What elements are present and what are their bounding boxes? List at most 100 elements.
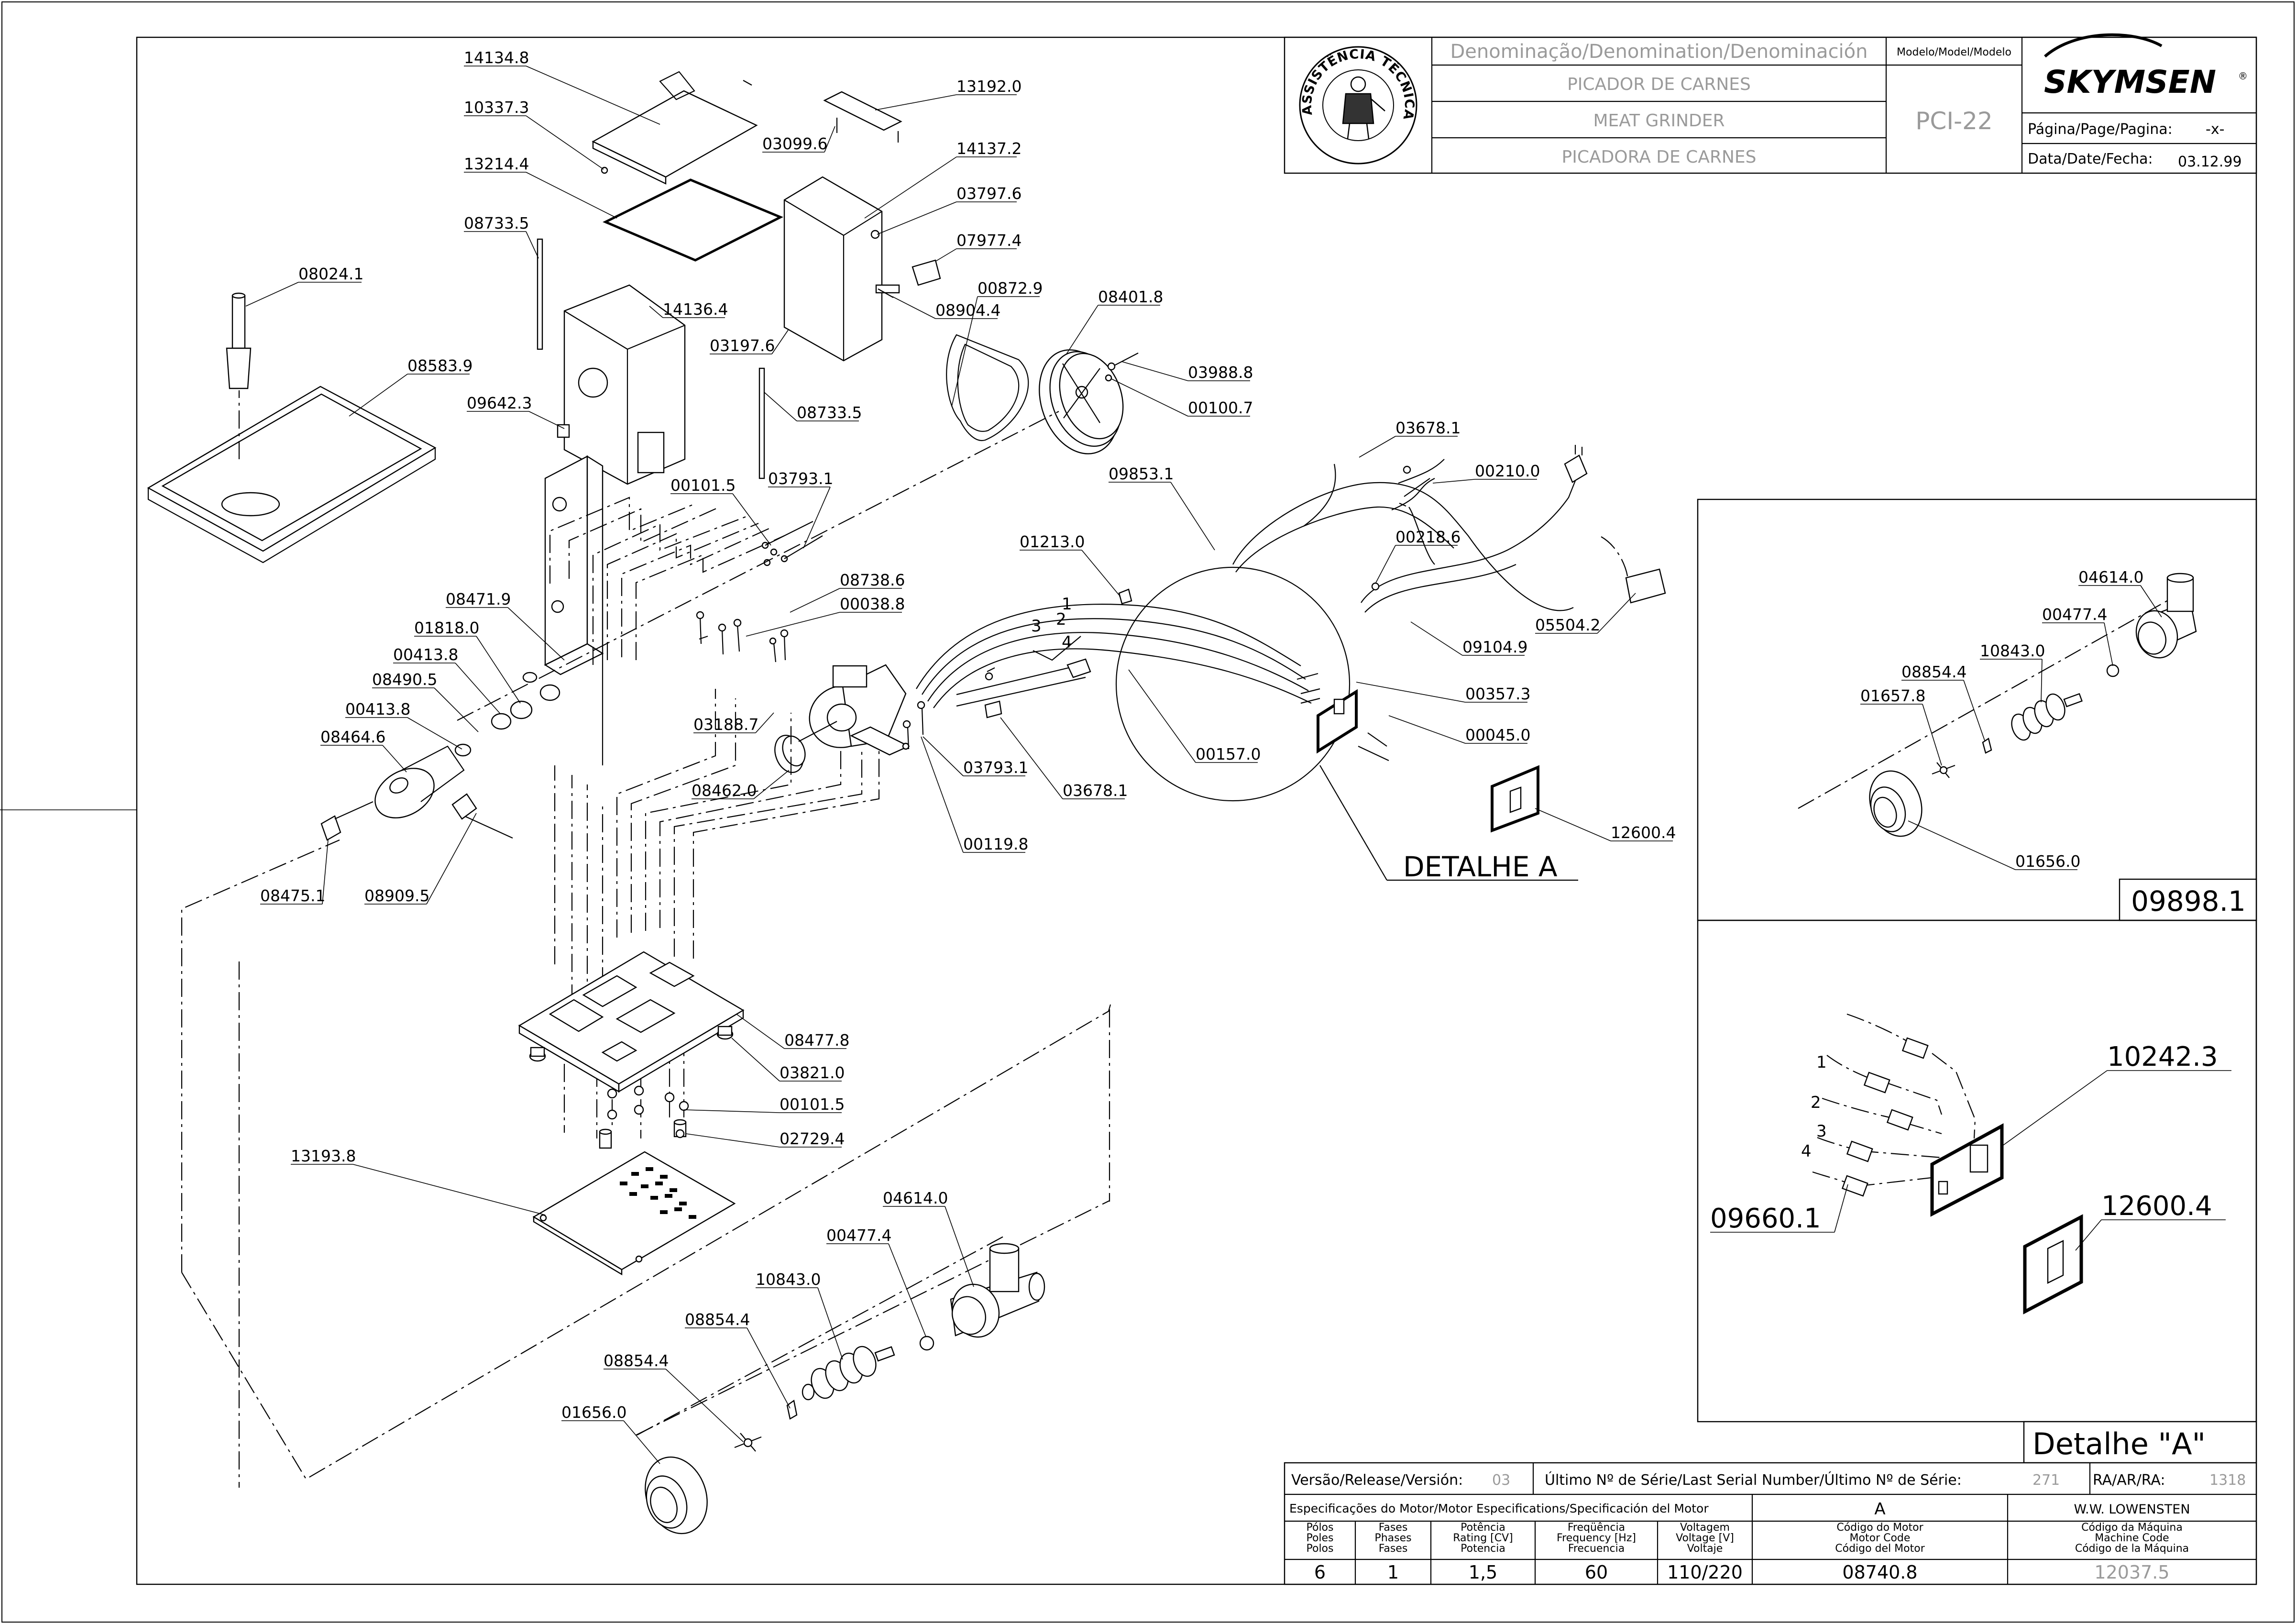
svg-text:Frequency [Hz]: Frequency [Hz]: [1557, 1532, 1636, 1544]
value-rating: 1,5: [1469, 1562, 1497, 1583]
callout-01213-0: 01213.0: [1020, 532, 1120, 596]
detail-callout-04614-0: 04614.0: [2078, 568, 2162, 618]
svg-text:Potencia: Potencia: [1461, 1543, 1505, 1555]
date-label: Data/Date/Fecha:: [2028, 151, 2153, 167]
svg-text:Pólos: Pólos: [1307, 1522, 1334, 1534]
svg-text:08738.6: 08738.6: [840, 571, 905, 589]
callout-13214-4: 13214.4: [464, 155, 617, 219]
svg-text:08490.5: 08490.5: [372, 670, 437, 689]
detail-callout-12600-4: 12600.4: [2075, 1191, 2226, 1251]
power-cord-part: [1232, 445, 1588, 613]
svg-text:00477.4: 00477.4: [2042, 605, 2107, 624]
svg-text:Poles: Poles: [1306, 1532, 1333, 1544]
rail-part: [823, 91, 902, 131]
svg-text:10843.0: 10843.0: [756, 1270, 821, 1289]
callout-08475-1: 08475.1: [260, 840, 329, 905]
svg-text:08854.4: 08854.4: [685, 1310, 750, 1329]
col-machine-code: Código da Máquina Machine Code Código de…: [2075, 1522, 2189, 1555]
base-plate-part: [518, 951, 745, 1093]
svg-text:Rating [CV]: Rating [CV]: [1453, 1532, 1513, 1544]
mechanic-figure-icon: [1342, 76, 1385, 139]
svg-text:08401.8: 08401.8: [1098, 287, 1163, 306]
callout-00038-8: 00038.8: [746, 595, 905, 637]
callout-00119-8: 00119.8: [921, 736, 1028, 853]
detail-callout-01656-0: 01656.0: [1908, 820, 2080, 871]
wire-number-2: 2: [1056, 610, 1066, 629]
callout-00477-4: 00477.4: [826, 1226, 926, 1337]
svg-text:00477.4: 00477.4: [826, 1226, 891, 1245]
svg-text:03793.1: 03793.1: [768, 469, 833, 488]
svg-text:14134.8: 14134.8: [464, 48, 529, 67]
callout-13193-8: 13193.8: [291, 1147, 546, 1215]
detail-a-circle: [1115, 566, 1351, 802]
svg-text:03797.6: 03797.6: [956, 184, 1022, 203]
svg-text:05504.2: 05504.2: [1535, 616, 1600, 634]
page-value: -x-: [2206, 121, 2224, 138]
svg-text:08477.8: 08477.8: [784, 1031, 849, 1050]
screw-set: [696, 521, 1002, 750]
svg-text:00218.6: 00218.6: [1395, 528, 1461, 546]
callout-00157-0: 00157.0: [1128, 669, 1261, 763]
grinder-assembly-part: [645, 1243, 1045, 1535]
svg-text:10337.3: 10337.3: [464, 98, 529, 117]
detail-a-title: Detalhe "A": [2032, 1426, 2206, 1461]
callout-10337-3: 10337.3: [464, 98, 604, 170]
callout-14136-4: 14136.4: [649, 300, 728, 319]
switch-cover-part: [1491, 765, 1539, 833]
wire-harness: [916, 592, 1312, 708]
svg-text:Código da Máquina: Código da Máquina: [2081, 1522, 2183, 1534]
callout-08462-0: 08462.0: [692, 770, 790, 800]
svg-text:00101.5: 00101.5: [780, 1095, 845, 1114]
callout-08733-5-b: 08733.5: [764, 392, 862, 422]
large-pulley-part: [1039, 349, 1124, 454]
wire-number-4: 4: [1062, 633, 1072, 652]
name-english: MEAT GRINDER: [1593, 111, 1725, 131]
svg-text:03821.0: 03821.0: [780, 1063, 845, 1082]
svg-text:04614.0: 04614.0: [2078, 568, 2143, 586]
lid-part: [592, 90, 758, 178]
callout-08854-4-b: 08854.4: [604, 1351, 744, 1442]
detail-wire-number-2: 2: [1811, 1093, 1821, 1112]
value-frequency: 60: [1585, 1562, 1608, 1583]
callout-03099-6: 03099.6: [762, 126, 835, 153]
svg-text:Fases: Fases: [1379, 1543, 1408, 1555]
col-frequency: Freqüência Frequency [Hz] Frecuencia: [1557, 1522, 1636, 1555]
callout-14134-8: 14134.8: [464, 48, 660, 125]
callout-00413-8-b: 00413.8: [345, 700, 462, 750]
drawing-frame: [136, 36, 2257, 1585]
svg-text:Machine Code: Machine Code: [2095, 1532, 2169, 1544]
callout-08854-4: 08854.4: [685, 1310, 791, 1409]
svg-text:03678.1: 03678.1: [1063, 781, 1128, 800]
svg-text:08583.9: 08583.9: [407, 356, 472, 375]
svg-text:03988.8: 03988.8: [1188, 363, 1253, 382]
svg-text:03188.7: 03188.7: [693, 715, 758, 734]
callout-08490-5: 08490.5: [372, 670, 479, 732]
callout-03793-1-b: 03793.1: [923, 736, 1028, 777]
bottom-plate-part: [532, 1151, 736, 1276]
svg-text:00210.0: 00210.0: [1475, 462, 1540, 480]
svg-text:Voltaje: Voltaje: [1687, 1543, 1723, 1555]
svg-text:00357.3: 00357.3: [1465, 685, 1530, 703]
svg-text:08462.0: 08462.0: [692, 781, 757, 800]
callout-00413-8: 00413.8: [393, 645, 501, 714]
svg-text:08904.4: 08904.4: [935, 301, 1000, 320]
model-value: PCI-22: [1915, 107, 1992, 135]
callout-08583-9: 08583.9: [349, 356, 472, 417]
callout-03188-7: 03188.7: [693, 712, 774, 734]
grinder-box-code: 09898.1: [2131, 885, 2246, 917]
callout-00100-7: 00100.7: [1111, 378, 1253, 417]
svg-text:01656.0: 01656.0: [561, 1403, 626, 1422]
model-header: Modelo/Model/Modelo: [1897, 46, 2011, 58]
rubber-feet-part: [599, 1085, 689, 1149]
callout-08477-8: 08477.8: [736, 1014, 849, 1050]
svg-text:03678.1: 03678.1: [1395, 419, 1461, 437]
worm-screw-part: [802, 1346, 895, 1401]
serial-value: 271: [2032, 1472, 2060, 1489]
detail-callout-10242-3: 10242.3: [2001, 1041, 2231, 1147]
callout-04614-0: 04614.0: [883, 1189, 974, 1287]
serial-label: Último Nº de Série/Last Serial Number/Úl…: [1545, 1471, 1962, 1489]
wire-number-1: 1: [1062, 595, 1072, 614]
svg-text:08471.9: 08471.9: [446, 590, 511, 608]
svg-text:01818.0: 01818.0: [414, 619, 479, 637]
shaft-assembly-part: [320, 672, 560, 841]
